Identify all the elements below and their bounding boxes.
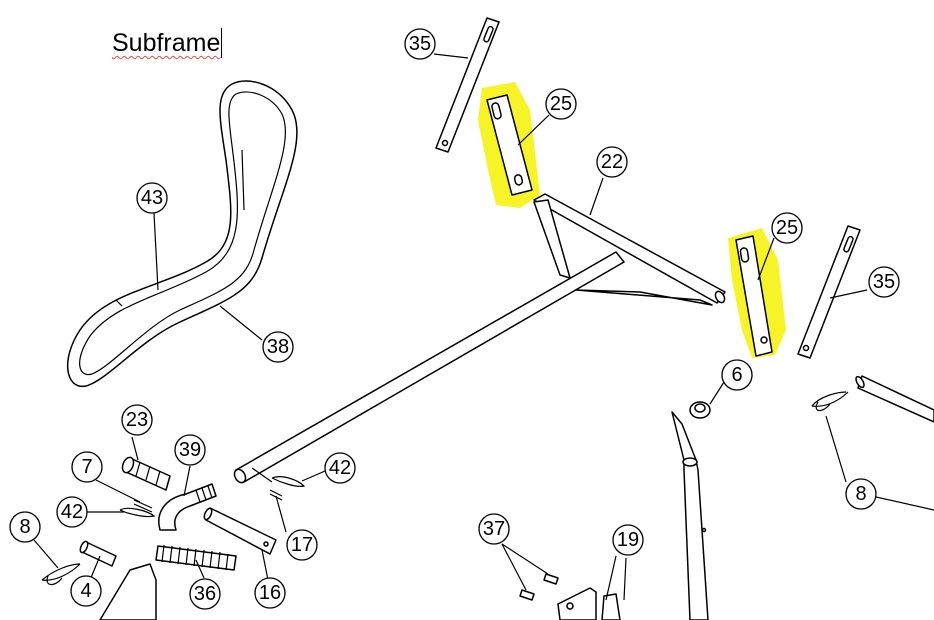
handle-tube [671, 411, 709, 620]
drive-belt [66, 80, 298, 387]
svg-text:25: 25 [776, 217, 798, 239]
rod-right [857, 375, 934, 423]
clip-center [271, 476, 306, 487]
pin-short [79, 540, 117, 567]
svg-text:42: 42 [329, 457, 351, 479]
mount-bracket [557, 587, 621, 620]
callout: 8 [845, 478, 877, 510]
svg-text:6: 6 [731, 364, 742, 386]
callout: 23 [121, 404, 153, 436]
slotted-link-right [797, 225, 861, 359]
svg-text:7: 7 [81, 456, 92, 478]
svg-text:17: 17 [291, 534, 313, 556]
hand-grip [121, 456, 171, 491]
svg-text:43: 43 [141, 187, 163, 209]
svg-text:42: 42 [61, 501, 83, 523]
callout: 37 [478, 513, 510, 545]
plate-top [486, 94, 533, 196]
svg-text:35: 35 [873, 271, 895, 293]
callout: 16 [254, 577, 286, 609]
callout: 22 [596, 146, 628, 178]
svg-text:23: 23 [126, 409, 148, 431]
callout: 43 [136, 182, 168, 214]
callout: 39 [174, 434, 206, 466]
callout: 35 [404, 28, 436, 60]
callout: 7 [71, 451, 103, 483]
clip-left [119, 507, 156, 518]
callout: 4 [70, 575, 102, 607]
bushing [689, 401, 711, 419]
page-title: Subframe [112, 28, 223, 58]
clip-pin-left [41, 563, 81, 586]
svg-text:22: 22 [601, 151, 623, 173]
callout: 17 [286, 529, 318, 561]
svg-text:4: 4 [80, 580, 91, 602]
callout: 42 [324, 452, 356, 484]
svg-text:8: 8 [19, 516, 30, 538]
svg-text:35: 35 [409, 33, 431, 55]
svg-text:37: 37 [483, 518, 505, 540]
roll-pin [269, 489, 283, 501]
callout: 8 [9, 511, 41, 543]
bracket-lower-left [99, 563, 157, 620]
svg-text:19: 19 [617, 529, 639, 551]
leader-lines [33, 53, 934, 601]
callout: 38 [262, 331, 294, 363]
svg-text:25: 25 [550, 93, 572, 115]
callout: 19 [612, 524, 644, 556]
svg-text:16: 16 [259, 582, 281, 604]
callout: 42 [56, 496, 88, 528]
svg-text:8: 8 [855, 483, 866, 505]
callout: 25 [771, 212, 803, 244]
main-frame [233, 193, 726, 484]
callout: 25 [545, 88, 577, 120]
callout: 36 [189, 578, 221, 610]
svg-text:38: 38 [267, 336, 289, 358]
bent-handle [158, 483, 217, 531]
svg-text:39: 39 [179, 439, 201, 461]
bolts [519, 573, 559, 601]
callout: 6 [721, 359, 753, 391]
small-pin [133, 499, 153, 513]
svg-text:36: 36 [194, 583, 216, 605]
clip-pin-right [811, 391, 849, 412]
slotted-link-top [435, 17, 500, 153]
pivot-rod [203, 507, 277, 555]
callout: 35 [868, 266, 900, 298]
coil-spring [155, 544, 237, 571]
plate-right [735, 235, 773, 357]
